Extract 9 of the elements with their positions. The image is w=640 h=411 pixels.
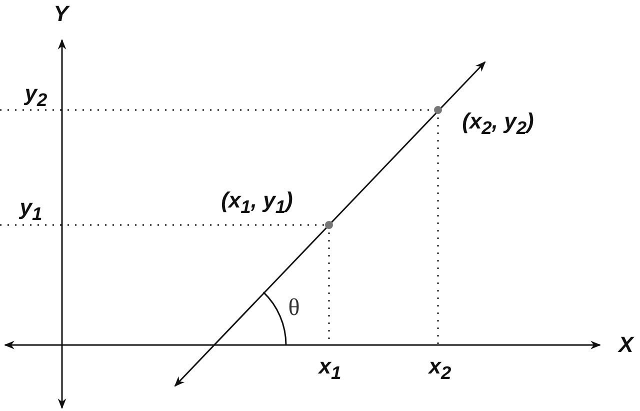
point-label: (x$_{1}$, y$_{1}$) [221,190,293,216]
point-label: (x$_{2}$, y$_{2}$) [462,110,534,138]
tick-label: y$_{1}$ [20,196,42,224]
angle-label: θ [288,296,300,320]
tick-label: y$_{2}$ [24,82,48,110]
axis-label: Y [54,3,68,25]
tick-label: x$_{2}$ [428,356,452,382]
axis-label: X [618,334,634,356]
tick-label: x$_{1}$ [318,356,342,382]
